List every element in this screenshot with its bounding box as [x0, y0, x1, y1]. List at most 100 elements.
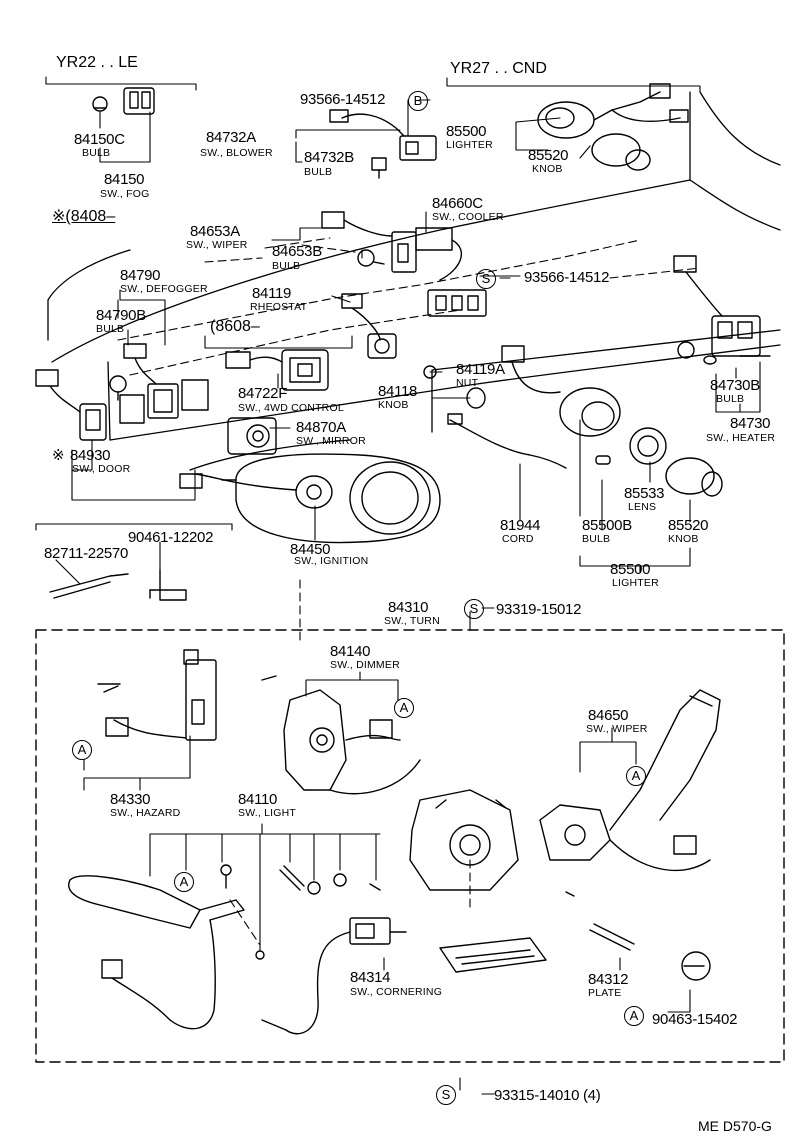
rheostat-sketch [341, 293, 486, 409]
part-number: 84119 [252, 285, 292, 302]
part-name: LENS [628, 501, 657, 513]
light-switch-sketch [68, 864, 381, 1030]
fog-switch-sketch [92, 87, 155, 115]
plate-sketch [439, 937, 547, 973]
part-name: SW., 4WD CONTROL [238, 402, 344, 414]
part-number: 85520 [668, 517, 709, 534]
cord-sketch [447, 413, 567, 469]
part-name: KNOB [668, 533, 699, 545]
note-marker: ※ [52, 447, 65, 464]
part-number: 81944 [500, 517, 541, 534]
part-name: PLATE [588, 987, 622, 999]
part-name: SW., WIPER [186, 239, 248, 251]
part-number: 84119A [456, 361, 505, 378]
part-number: 84930 [70, 447, 111, 464]
part-name: LIGHTER [612, 577, 659, 589]
part-number: 84730B [710, 377, 760, 394]
lighter-upper-sketch [537, 83, 689, 171]
part-name: KNOB [532, 163, 563, 175]
part-number: 84150 [104, 171, 145, 188]
variant-header-yr27: YR27 . . CND [450, 60, 547, 77]
part-name: SW., TURN [384, 615, 440, 627]
part-number: 84118 [378, 383, 418, 400]
part-number: 84450 [290, 541, 331, 558]
part-name: SW., HEATER [706, 432, 776, 444]
door-switch-sketch [35, 369, 107, 441]
part-number: 84790B [96, 307, 146, 324]
hazard-switch-sketch [97, 649, 277, 741]
part-name: BULB [582, 533, 611, 545]
ref-marker-s: S [464, 599, 484, 619]
part-name: SW., MIRROR [296, 435, 366, 447]
ref-marker-a: A [174, 872, 194, 892]
dashed-guide-lines [117, 237, 701, 946]
part-name: BULB [304, 166, 333, 178]
part-number: 93319-15012 [496, 601, 582, 618]
part-name: SW., WIPER [586, 723, 648, 735]
part-name: BULB [272, 260, 301, 272]
ref-marker-a: A [626, 766, 646, 786]
ref-marker-a: A [72, 740, 92, 760]
turn-switch-assembly-border [35, 629, 785, 1063]
part-number: 85520 [528, 147, 569, 164]
part-number: 84330 [110, 791, 151, 808]
part-number: 90463-15402 [652, 1011, 738, 1028]
4wd-control-switch-sketch [225, 349, 329, 391]
part-number: 84650 [588, 707, 629, 724]
ref-marker-a: A [394, 698, 414, 718]
diagram-code: ME D570-G [698, 1118, 772, 1134]
part-name: SW., LIGHT [238, 807, 297, 819]
part-number: 90461-12202 [128, 529, 214, 546]
part-name: SW., CORNERING [350, 986, 443, 998]
small-parts-sketch [49, 569, 187, 601]
part-name: BULB [82, 147, 111, 159]
part-number: 85533 [624, 485, 665, 502]
part-number: 84870A [296, 419, 346, 436]
wiper-switch-lower-sketch [539, 689, 721, 897]
part-number: 84310 [388, 599, 429, 616]
part-name: SW., DIMMER [330, 659, 400, 671]
heater-switch-sketch [673, 255, 771, 365]
mirror-switch-sketch [227, 417, 277, 455]
part-name: SW., DOOR [72, 463, 131, 475]
part-name: NUT [456, 377, 479, 389]
clip-sketch [589, 923, 711, 981]
lighter-lower-sketch [501, 345, 723, 497]
part-name: SW., COOLER [432, 211, 504, 223]
cooler-switch-sketch [415, 227, 487, 317]
part-name: SW., DEFOGGER [120, 283, 208, 295]
turn-switch-sketch [409, 789, 519, 891]
part-name: KNOB [378, 399, 409, 411]
part-number: 84660C [432, 195, 483, 212]
part-number: 85500B [582, 517, 632, 534]
dimmer-switch-sketch [283, 689, 421, 795]
dashboard-outline [47, 91, 781, 471]
part-name: SW., IGNITION [294, 555, 369, 567]
part-number: 84722F [238, 385, 288, 402]
part-number: 82711-22570 [44, 545, 129, 562]
part-name: BULB [716, 393, 745, 405]
cornering-switch-sketch [261, 917, 407, 1035]
date-note-8608: (8608– [210, 318, 260, 335]
part-name: RHEOSTAT [250, 301, 308, 313]
part-number: 84312 [588, 971, 629, 988]
part-number: 84732A [206, 129, 256, 146]
part-number: 85500 [446, 123, 487, 140]
part-number: 93315-14010 (4) [494, 1087, 601, 1104]
ref-marker-b: B [408, 91, 428, 111]
date-note-8408: ※(8408– [52, 208, 116, 225]
part-number: 84140 [330, 643, 371, 660]
part-number: 84653A [190, 223, 240, 240]
part-name: CORD [502, 533, 534, 545]
part-number: 84653B [272, 243, 322, 260]
part-name: SW., BLOWER [200, 147, 273, 159]
defogger-switch-sketch [109, 343, 209, 424]
part-number: 84150C [74, 131, 125, 148]
ref-marker-s: S [476, 269, 496, 289]
blower-switch-sketch [329, 109, 437, 179]
part-number: 93566-14512 [300, 91, 386, 108]
ref-marker-s: S [436, 1085, 456, 1105]
ref-marker-a: A [624, 1006, 644, 1026]
part-number: 93566-14512 [524, 269, 610, 286]
